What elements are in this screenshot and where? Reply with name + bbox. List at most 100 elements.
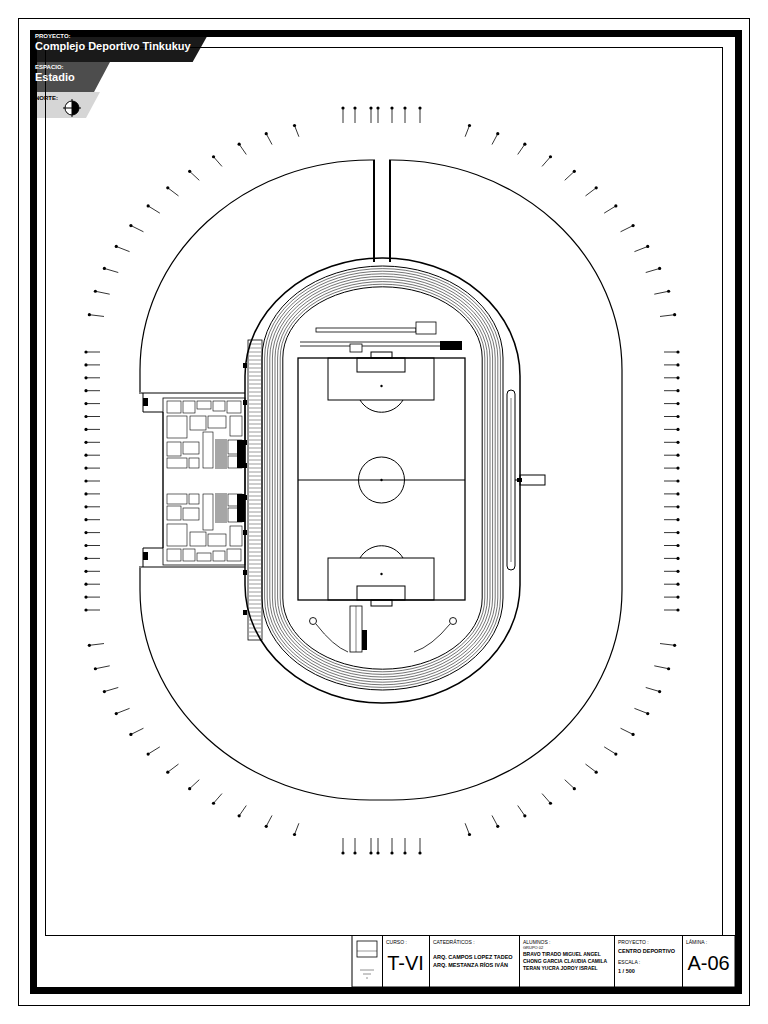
field-label: CURSO : bbox=[386, 940, 425, 946]
seat-row bbox=[249, 628, 261, 629]
javelin-runway bbox=[350, 606, 362, 652]
building-wall bbox=[139, 567, 245, 568]
pole-head bbox=[676, 467, 679, 470]
pole-head bbox=[84, 583, 87, 586]
stair-step bbox=[215, 506, 227, 507]
light-pole bbox=[664, 416, 678, 417]
stand-access bbox=[243, 530, 247, 535]
light-pole bbox=[420, 108, 421, 123]
pole-head bbox=[676, 596, 679, 599]
project-type: CENTRO DEPORTIVO bbox=[618, 948, 678, 954]
pole-head bbox=[84, 492, 87, 495]
pole-head bbox=[403, 851, 406, 854]
light-pole bbox=[148, 747, 160, 754]
pole-head bbox=[103, 267, 106, 270]
room bbox=[167, 524, 187, 546]
room bbox=[213, 401, 225, 411]
light-pole bbox=[86, 377, 100, 378]
light-pole bbox=[239, 144, 246, 154]
room bbox=[190, 532, 206, 546]
pole-head bbox=[658, 690, 661, 693]
light-pole bbox=[86, 429, 100, 430]
light-pole bbox=[664, 403, 678, 404]
title-block-frame bbox=[352, 936, 735, 988]
stand-access bbox=[243, 463, 247, 468]
seat-row bbox=[249, 608, 261, 609]
javelin-mark bbox=[362, 630, 367, 650]
light-pole bbox=[86, 558, 100, 559]
light-pole bbox=[664, 597, 678, 598]
pole-head bbox=[369, 106, 372, 109]
seat-row bbox=[249, 420, 261, 421]
light-pole bbox=[664, 558, 678, 559]
football-pitch bbox=[298, 358, 465, 600]
pole-head bbox=[418, 106, 421, 109]
light-pole bbox=[542, 794, 550, 804]
room bbox=[167, 442, 181, 456]
pole-head bbox=[84, 544, 87, 547]
light-pole bbox=[660, 644, 675, 646]
seat-row bbox=[249, 504, 261, 505]
seat-row bbox=[249, 488, 261, 489]
seat-row bbox=[249, 448, 261, 449]
light-pole bbox=[565, 171, 575, 180]
seat-row bbox=[249, 540, 261, 541]
light-pole bbox=[565, 780, 575, 789]
light-pole bbox=[190, 171, 200, 180]
seat-row bbox=[249, 588, 261, 589]
pole-head bbox=[88, 313, 91, 316]
stair-step bbox=[215, 456, 227, 457]
seat-row bbox=[249, 580, 261, 581]
pole-head bbox=[238, 814, 241, 817]
seat-row bbox=[249, 364, 261, 365]
pole-head bbox=[614, 752, 617, 755]
light-pole bbox=[89, 644, 104, 646]
header-panel-bg bbox=[30, 92, 100, 118]
light-pole bbox=[86, 390, 100, 391]
track-lane bbox=[262, 266, 503, 690]
pole-head bbox=[676, 608, 679, 611]
light-pole bbox=[371, 838, 372, 853]
stair-step bbox=[215, 516, 227, 517]
teacher-name: ARQ. MESTANZA RÍOS IVÁN bbox=[433, 962, 515, 968]
pole-head bbox=[549, 155, 552, 158]
scoreboard-post bbox=[517, 478, 522, 482]
light-pole bbox=[646, 268, 660, 272]
light-pole bbox=[295, 823, 299, 834]
light-pole bbox=[664, 571, 678, 572]
stair-step bbox=[215, 500, 227, 501]
pole-head bbox=[353, 851, 356, 854]
pole-head bbox=[676, 389, 679, 392]
stand-access bbox=[243, 495, 247, 500]
seat-row bbox=[249, 520, 261, 521]
room bbox=[203, 432, 213, 468]
header-panel: ESPACIO:Estadio bbox=[35, 64, 75, 84]
seat-row bbox=[249, 380, 261, 381]
sheet-border bbox=[19, 19, 750, 1006]
light-pole bbox=[634, 246, 647, 251]
light-pole bbox=[664, 429, 678, 430]
penalty-box bbox=[328, 358, 434, 400]
pole-head bbox=[673, 644, 676, 647]
field-label: PROYECTO: bbox=[35, 33, 191, 40]
pole-head bbox=[84, 454, 87, 457]
stair-step bbox=[215, 494, 227, 495]
light-pole bbox=[116, 246, 129, 251]
pole-head bbox=[523, 814, 526, 817]
stand-access bbox=[243, 440, 247, 445]
throw-circle bbox=[310, 618, 317, 625]
seat-row bbox=[249, 600, 261, 601]
seat-row bbox=[249, 456, 261, 457]
pole-head bbox=[676, 454, 679, 457]
light-pole bbox=[664, 545, 678, 546]
light-pole bbox=[664, 377, 678, 378]
light-pole bbox=[86, 481, 100, 482]
seat-row bbox=[249, 532, 261, 533]
stair-step bbox=[215, 520, 227, 521]
room bbox=[189, 458, 199, 468]
teacher-name: ARQ. CAMPOS LOPEZ TADEO bbox=[433, 954, 515, 960]
pole-head bbox=[376, 106, 379, 109]
light-pole bbox=[664, 468, 678, 469]
